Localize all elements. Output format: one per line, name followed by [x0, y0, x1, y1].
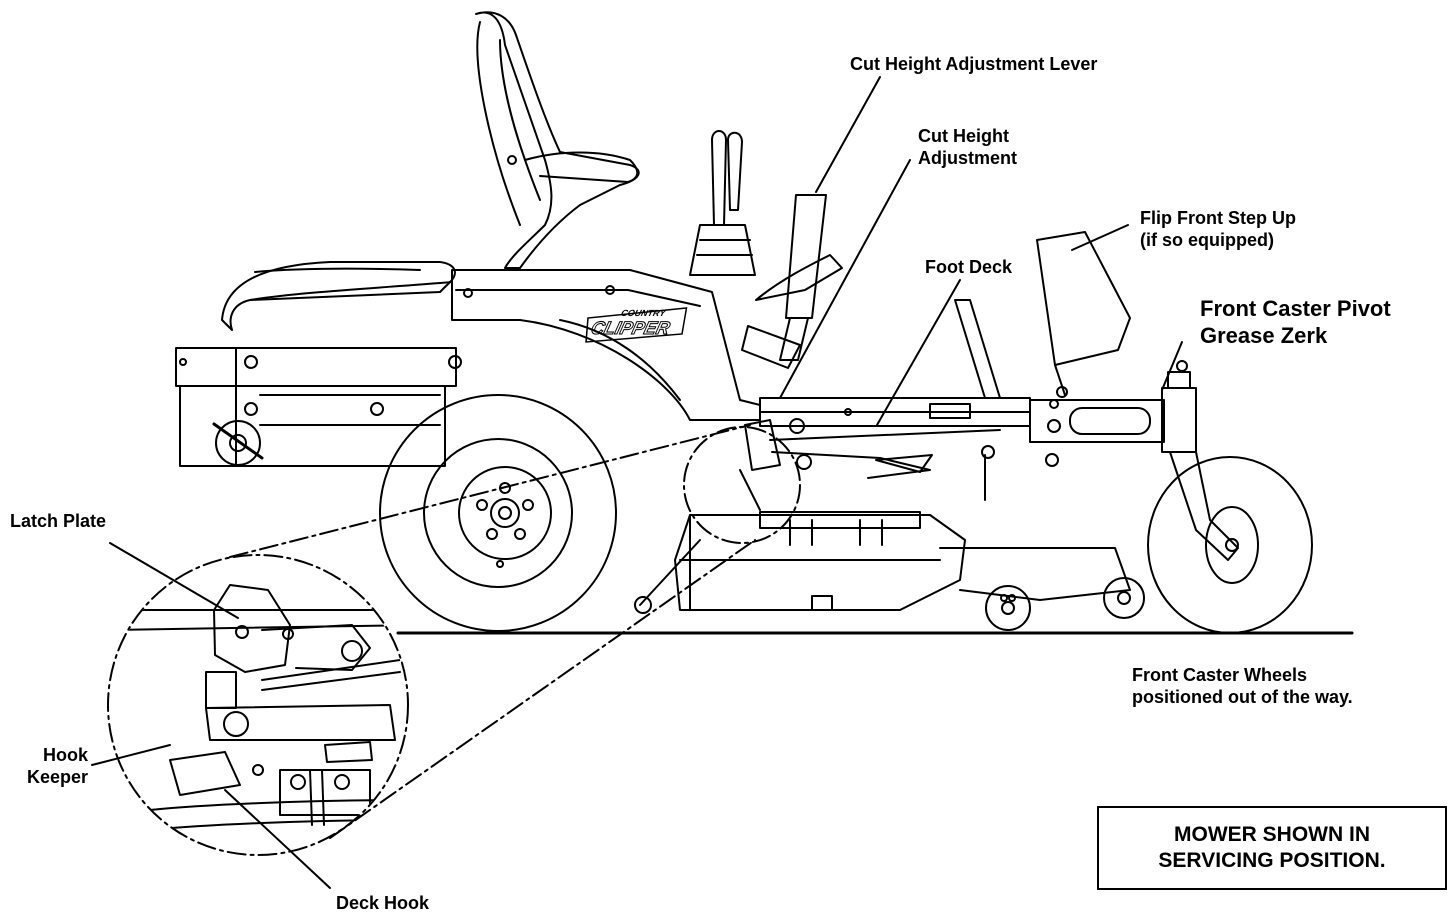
rear-drive-wheel	[379, 394, 617, 632]
flip-front-step	[1036, 231, 1131, 398]
foot-deck	[759, 397, 1031, 427]
mower-deck	[639, 511, 1131, 611]
label-latch-plate: Latch Plate	[10, 511, 107, 531]
seat	[475, 11, 640, 269]
leader-cut-height-lever	[815, 76, 881, 193]
detail-circle	[107, 554, 409, 856]
detail-view	[109, 584, 407, 831]
svg-text:COUNTRY: COUNTRY	[620, 308, 668, 318]
brand-logo: COUNTRY CLIPPER	[585, 307, 688, 343]
leader-hook-keeper	[91, 744, 171, 766]
leader-flip-step	[1071, 224, 1129, 251]
label-cut-height-adjustment: Cut Height Adjustment	[918, 126, 1017, 168]
svg-text:CLIPPER: CLIPPER	[589, 317, 673, 338]
servicing-position-note: MOWER SHOWN IN SERVICING POSITION.	[1097, 806, 1447, 890]
leader-foot-deck	[876, 279, 961, 426]
label-deck-hook: Deck Hook	[336, 893, 430, 913]
leader-cut-height-adjustment	[779, 159, 911, 399]
leader-deck-hook	[224, 789, 331, 889]
label-flip-front-step: Flip Front Step Up (if so equipped)	[1140, 208, 1296, 250]
rear-small-wheel	[212, 420, 264, 466]
label-hook-keeper: Hook Keeper	[26, 745, 88, 787]
leader-caster-pivot	[1161, 341, 1183, 391]
rear-frame	[175, 347, 457, 387]
label-foot-deck: Foot Deck	[925, 257, 1013, 277]
engine-hood	[221, 261, 456, 331]
front-caster-wheel	[1147, 456, 1313, 634]
label-front-caster-wheels: Front Caster Wheels positioned out of th…	[1132, 665, 1353, 707]
label-cut-height-lever: Cut Height Adjustment Lever	[850, 54, 1098, 74]
front-caster-pivot	[1029, 360, 1197, 453]
control-levers	[689, 130, 756, 276]
label-front-caster-pivot: Front Caster Pivot Grease Zerk	[1200, 296, 1391, 348]
leader-latch-plate	[109, 542, 239, 619]
